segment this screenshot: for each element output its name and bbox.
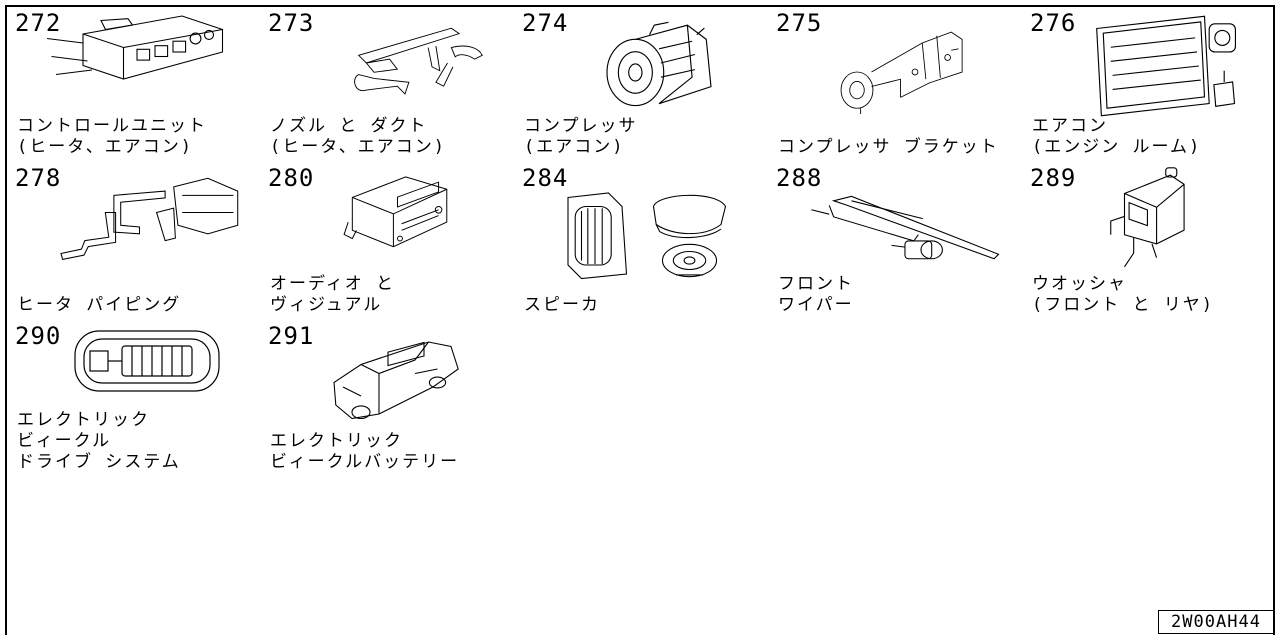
- part-label-line: ドライブ システム: [17, 452, 181, 472]
- part-label-line: ウオッシャ: [1032, 274, 1127, 294]
- part-label-line: (エンジン ルーム): [1032, 137, 1202, 157]
- part-label-line: エレクトリック: [270, 431, 403, 451]
- part-cell-288[interactable]: 288 フロントワイパー: [768, 162, 1023, 321]
- part-number: 272: [15, 9, 62, 37]
- part-label: エレクトリックビィークルバッテリー: [270, 431, 459, 473]
- empty-cell: [1022, 320, 1273, 478]
- control-unit-icon: [47, 11, 227, 93]
- nozzle-duct-icon: [320, 13, 490, 113]
- part-label-line: (ヒータ、エアコン): [270, 137, 446, 157]
- part-label-line: ビィークル: [17, 431, 112, 451]
- part-label-line: ノズル と ダクト: [270, 116, 428, 136]
- part-label-line: (エアコン): [524, 137, 625, 157]
- part-label-line: ヴィジュアル: [270, 295, 383, 315]
- empty-cell: [768, 477, 1023, 635]
- part-number: 273: [268, 9, 315, 37]
- part-number: 288: [776, 164, 823, 192]
- part-label: スピーカ: [524, 295, 600, 316]
- part-label: エアコン(エンジン ルーム): [1032, 116, 1201, 158]
- ev-drive-system-icon: [72, 326, 222, 396]
- part-label: ウオッシャ(フロント と リヤ): [1032, 274, 1214, 316]
- part-label: オーディオ とヴィジュアル: [270, 274, 395, 316]
- heater-piping-icon: [37, 166, 242, 276]
- wiper-icon: [798, 182, 1003, 282]
- part-cell-280[interactable]: 280 オーディオ とヴィジュアル: [260, 162, 515, 321]
- empty-cell: [514, 477, 769, 635]
- audio-unit-icon: [340, 168, 455, 268]
- empty-cell: [514, 320, 769, 478]
- part-label-line: コンプレッサ ブラケット: [778, 137, 999, 157]
- empty-cell: [260, 477, 515, 635]
- part-label-line: スピーカ: [524, 295, 600, 315]
- parts-index-grid: 272 コントロールユニット(ヒータ、エアコン)273 ノズル と ダクト(ヒー…: [5, 5, 1275, 635]
- part-label-line: (ヒータ、エアコン): [17, 137, 193, 157]
- part-number: 284: [522, 164, 569, 192]
- part-cell-278[interactable]: 278 ヒータ パイピング: [7, 162, 261, 321]
- part-number: 280: [268, 164, 315, 192]
- part-label: ノズル と ダクト(ヒータ、エアコン): [270, 116, 446, 158]
- part-cell-291[interactable]: 291 エレクトリックビィークルバッテリー: [260, 320, 515, 478]
- part-cell-274[interactable]: 274 コンプレッサ(エアコン): [514, 7, 769, 163]
- part-label-line: ヒータ パイピング: [17, 295, 182, 315]
- part-number: 289: [1030, 164, 1077, 192]
- compressor-bracket-icon: [828, 13, 973, 131]
- part-label: コントロールユニット(ヒータ、エアコン): [17, 116, 207, 158]
- part-cell-284[interactable]: 284 スピーカ: [514, 162, 769, 321]
- washer-tank-icon: [1102, 166, 1202, 276]
- part-label-line: コンプレッサ: [524, 116, 638, 136]
- part-label: エレクトリックビィークルドライブ システム: [17, 410, 181, 473]
- part-label-line: エアコン: [1032, 116, 1108, 136]
- part-label: ヒータ パイピング: [17, 295, 181, 316]
- part-number: 276: [1030, 9, 1077, 37]
- condenser-icon: [1092, 13, 1242, 119]
- part-label-line: ワイパー: [778, 295, 854, 315]
- compressor-icon: [594, 11, 724, 115]
- part-number: 274: [522, 9, 569, 37]
- speaker-icon: [559, 182, 739, 294]
- drawing-code: 2W00AH44: [1158, 610, 1274, 634]
- part-label-line: コントロールユニット: [17, 116, 207, 136]
- part-label-line: (フロント と リヤ): [1032, 295, 1214, 315]
- part-label: コンプレッサ(エアコン): [524, 116, 638, 158]
- part-cell-275[interactable]: 275 コンプレッサ ブラケット: [768, 7, 1023, 163]
- empty-cell: [7, 477, 261, 635]
- part-label-line: オーディオ と: [270, 274, 396, 294]
- part-label-line: エレクトリック: [17, 410, 150, 430]
- part-cell-276[interactable]: 276 エアコン(エンジン ルーム): [1022, 7, 1273, 163]
- empty-cell: [768, 320, 1023, 478]
- part-number: 278: [15, 164, 62, 192]
- part-cell-290[interactable]: 290 エレクトリックビィークルドライブ システム: [7, 320, 261, 478]
- part-label-line: ビィークルバッテリー: [270, 452, 460, 472]
- part-number: 291: [268, 322, 315, 350]
- part-cell-289[interactable]: 289 ウオッシャ(フロント と リヤ): [1022, 162, 1273, 321]
- part-number: 290: [15, 322, 62, 350]
- part-label: コンプレッサ ブラケット: [778, 137, 999, 158]
- empty-cell: [1022, 477, 1273, 635]
- part-number: 275: [776, 9, 823, 37]
- part-cell-273[interactable]: 273 ノズル と ダクト(ヒータ、エアコン): [260, 7, 515, 163]
- part-label: フロントワイパー: [778, 274, 854, 316]
- ev-battery-car-icon: [325, 328, 460, 428]
- part-cell-272[interactable]: 272 コントロールユニット(ヒータ、エアコン): [7, 7, 261, 163]
- part-label-line: フロント: [778, 274, 854, 294]
